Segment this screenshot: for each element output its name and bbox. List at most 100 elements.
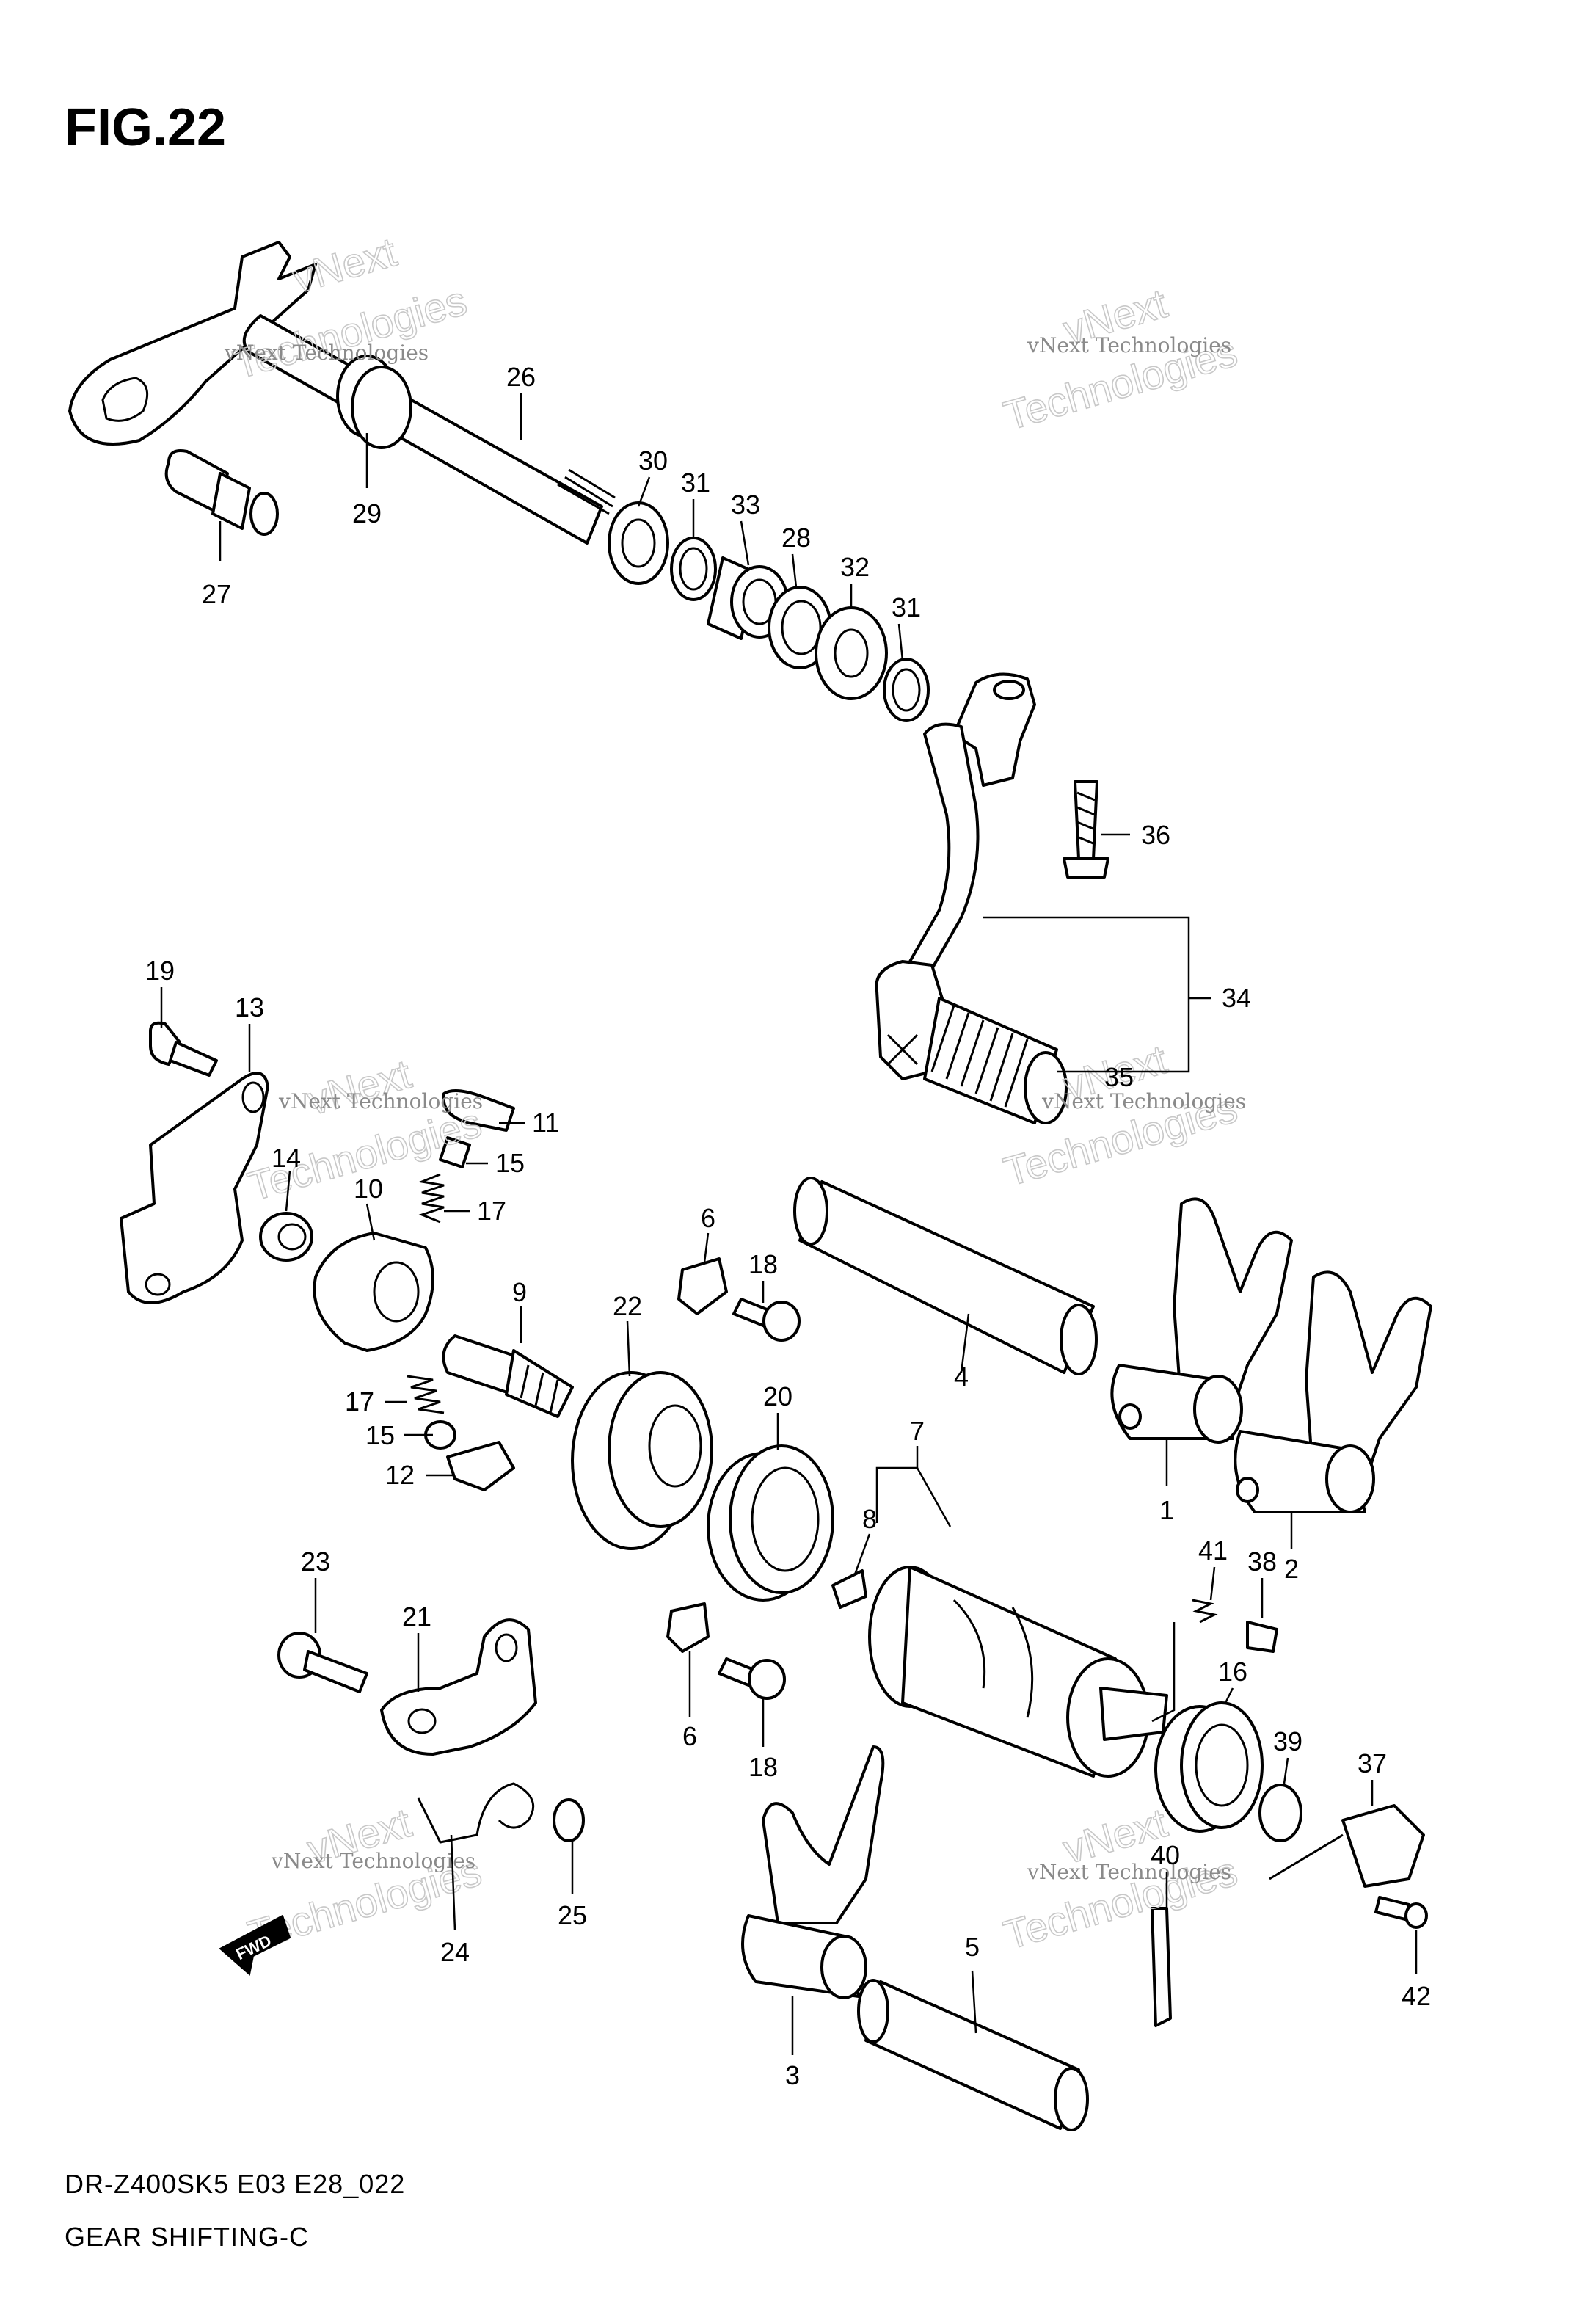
watermark-3-text: vNext Technologies (278, 1089, 483, 1113)
callout-26: 26 (506, 362, 536, 392)
callout-18a: 18 (748, 1249, 778, 1279)
callout-38: 38 (1247, 1546, 1277, 1577)
callout-5: 5 (965, 1932, 980, 1962)
part-2-shift-fork (1234, 1270, 1432, 1513)
part-31-circlip-b (883, 658, 930, 722)
part-19-screw (149, 1021, 218, 1077)
callout-10: 10 (354, 1174, 383, 1204)
callout-39: 39 (1273, 1726, 1302, 1756)
callout-28: 28 (781, 523, 811, 553)
callout-11: 11 (532, 1108, 559, 1138)
part-9-shaft (442, 1334, 574, 1418)
callout-36: 36 (1141, 820, 1170, 850)
part-12-guide (446, 1441, 515, 1491)
part-1-shift-fork (1110, 1197, 1293, 1444)
svg-text:vNext: vNext (288, 228, 401, 302)
part-40-clamp (1151, 1907, 1172, 2027)
part-41-spring (1192, 1599, 1218, 1624)
part-38-plunger (1246, 1621, 1278, 1653)
callout-27: 27 (202, 579, 231, 609)
callout-6a: 6 (701, 1203, 715, 1233)
part-27-stopper-bolt (164, 449, 279, 536)
callout-19: 19 (145, 956, 175, 986)
callout-15a: 15 (495, 1148, 525, 1178)
callout-25: 25 (558, 1900, 587, 1930)
part-25-washer (553, 1798, 585, 1842)
part-30-washer (608, 501, 669, 585)
callout-41: 41 (1198, 1535, 1228, 1566)
callout-23: 23 (301, 1546, 330, 1577)
callout-8: 8 (862, 1504, 877, 1534)
callout-32: 32 (840, 552, 870, 582)
part-42-bolt (1374, 1896, 1428, 1929)
callout-4: 4 (954, 1362, 969, 1392)
callout-18b: 18 (748, 1752, 778, 1782)
part-23-bolt (277, 1632, 368, 1693)
part-20-bearing (707, 1444, 834, 1602)
part-21-plate (380, 1618, 537, 1756)
callout-7: 7 (910, 1416, 925, 1446)
callout-30: 30 (638, 446, 668, 476)
callout-17a: 17 (477, 1196, 506, 1226)
part-11-pawl (442, 1089, 515, 1132)
callout-16: 16 (1218, 1657, 1247, 1687)
model-code: DR-Z400SK5 E03 E28_022 (65, 2169, 405, 2199)
watermark-6-text: vNext Technologies (1027, 1860, 1231, 1884)
part-39-o-ring (1258, 1784, 1302, 1842)
callout-15b: 15 (365, 1420, 395, 1450)
callout-22: 22 (613, 1291, 642, 1321)
part-24-spring (417, 1782, 535, 1844)
leader-lines (160, 393, 1418, 2055)
callout-42: 42 (1402, 1981, 1431, 2011)
figure-caption: GEAR SHIFTING-C (65, 2222, 309, 2252)
callout-2: 2 (1284, 1554, 1299, 1584)
part-6-stopper-a (677, 1257, 728, 1315)
callout-9: 9 (512, 1277, 527, 1307)
callout-20: 20 (763, 1381, 792, 1411)
part-16-bearing (1154, 1701, 1264, 1833)
part-10-pawl-lifter (313, 1232, 434, 1352)
callout-17b: 17 (345, 1386, 374, 1417)
part-37-sensor (1269, 1804, 1425, 1888)
watermark-5-text: vNext Technologies (271, 1849, 475, 1873)
part-18-screw-b (718, 1657, 786, 1700)
part-35-lever-tip (923, 997, 1068, 1124)
callout-labels: 26 29 27 30 31 33 28 32 31 36 34 35 19 1… (145, 362, 1431, 2090)
callout-35: 35 (1104, 1062, 1134, 1092)
callout-12: 12 (385, 1460, 415, 1490)
part-7-gearshift-cam (868, 1566, 1168, 1778)
callout-33: 33 (731, 490, 760, 520)
part-6-stopper-b (666, 1602, 710, 1653)
part-8-pin (831, 1569, 867, 1609)
part-17-spring-b (407, 1375, 445, 1414)
callout-37: 37 (1358, 1748, 1387, 1778)
part-36-bolt (1063, 780, 1109, 879)
part-4-fork-shaft (793, 1177, 1098, 1375)
callout-34: 34 (1222, 983, 1251, 1013)
callout-1: 1 (1159, 1495, 1174, 1525)
callout-24: 24 (440, 1937, 470, 1967)
callout-3: 3 (785, 2060, 800, 2090)
part-26-gearshift-shaft (68, 241, 616, 545)
watermark-2-text: vNext Technologies (1027, 333, 1231, 357)
callout-13: 13 (235, 992, 264, 1022)
part-14-collar (259, 1212, 313, 1262)
watermark-4-text: vNext Technologies (1041, 1089, 1246, 1113)
part-15-pin-a (439, 1136, 471, 1168)
part-17-spring-a (418, 1173, 445, 1224)
watermark-1-text: vNext Technologies (224, 341, 429, 365)
callout-21: 21 (402, 1602, 431, 1632)
callout-40: 40 (1151, 1840, 1180, 1870)
part-32-washer (815, 606, 888, 700)
callout-6b: 6 (682, 1721, 697, 1751)
callout-29: 29 (352, 498, 382, 528)
part-5-fork-shaft (857, 1979, 1089, 2131)
callout-14: 14 (272, 1143, 301, 1173)
figure-title: FIG.22 (65, 98, 226, 157)
callout-31b: 31 (892, 592, 921, 622)
part-3-shift-fork (741, 1745, 885, 1999)
part-22-cam-driven-gear (571, 1371, 713, 1550)
part-13-stopper-plate (120, 1072, 269, 1304)
part-18-screw-a (732, 1298, 801, 1342)
callout-31a: 31 (681, 468, 710, 498)
